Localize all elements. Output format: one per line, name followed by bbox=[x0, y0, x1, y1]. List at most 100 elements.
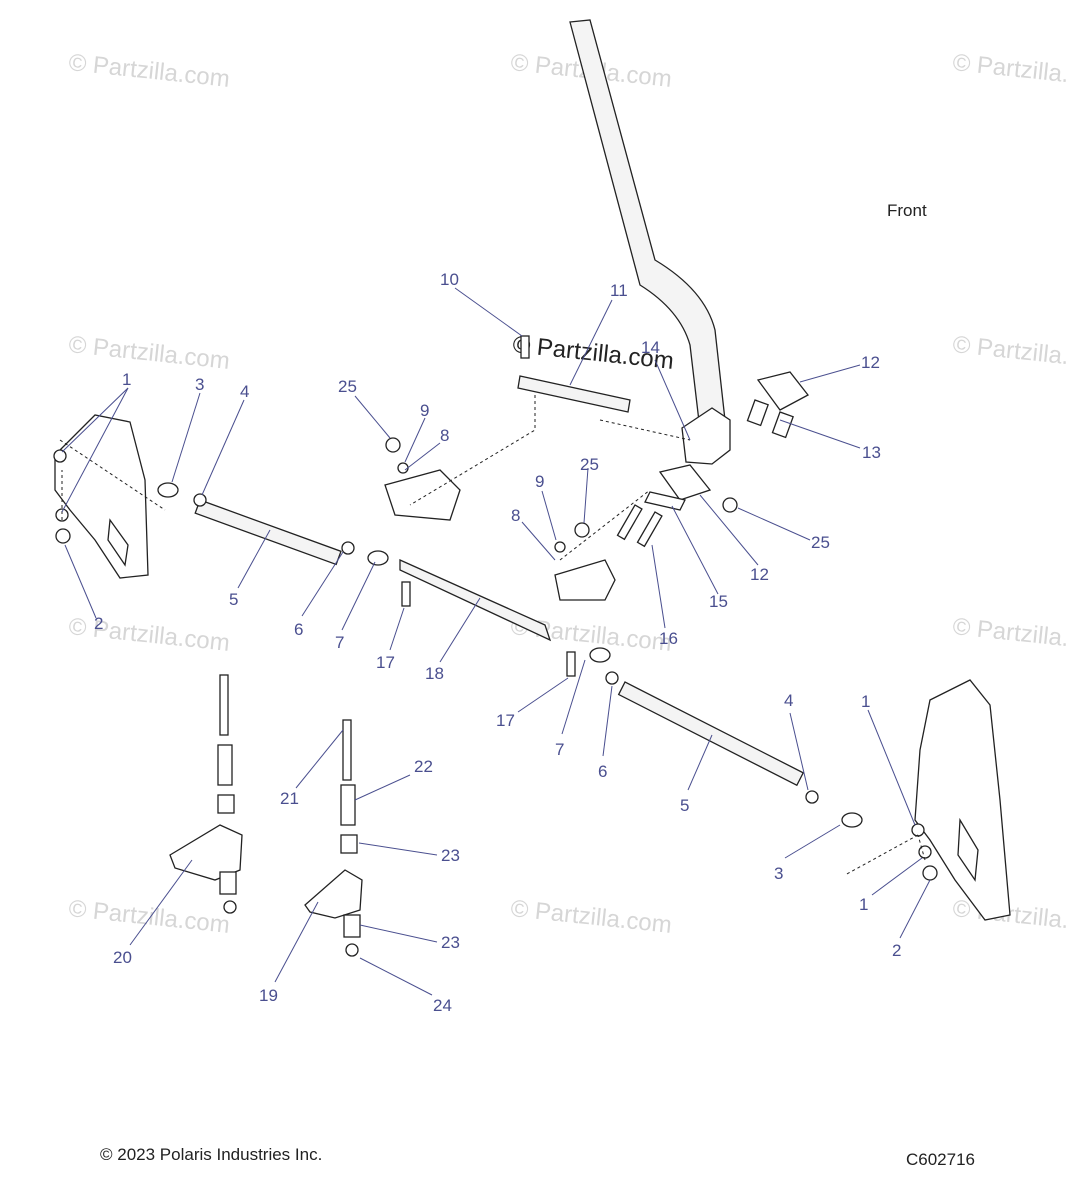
left-inner-tie-rod-end bbox=[367, 550, 389, 566]
bolt-16-a bbox=[616, 504, 643, 541]
nut-2-left bbox=[55, 528, 71, 544]
watermark: © Partzilla.com bbox=[67, 613, 231, 657]
callout-label: 23 bbox=[441, 933, 460, 952]
assembly-line bbox=[409, 395, 536, 506]
callout-label: 20 bbox=[113, 948, 132, 967]
bolt-upper-left-stack bbox=[219, 674, 229, 736]
watermark: © Partzilla.com bbox=[951, 613, 1066, 657]
assembly-line bbox=[844, 834, 919, 876]
callout-label: 19 bbox=[259, 986, 278, 1005]
nut-9-left bbox=[397, 462, 409, 474]
callout-label: 4 bbox=[240, 382, 249, 401]
callout-label: 5 bbox=[680, 796, 689, 815]
right-jam-nut-outer bbox=[805, 790, 819, 804]
callout-label: 8 bbox=[511, 506, 520, 525]
callout-label: 22 bbox=[414, 757, 433, 776]
callout-label: 1 bbox=[861, 692, 870, 711]
bushing-13-b bbox=[771, 411, 794, 439]
bushing-23-lower bbox=[343, 914, 361, 938]
callout-label: 25 bbox=[338, 377, 357, 396]
right-jam-nut-inner bbox=[605, 671, 619, 685]
callout-label: 1 bbox=[122, 370, 131, 389]
figure-id: C602716 bbox=[906, 1150, 976, 1169]
watermark: © Partzilla.com bbox=[67, 331, 231, 375]
clamp-12-upper bbox=[756, 371, 809, 411]
steering-column-base bbox=[681, 407, 731, 465]
assembly-line bbox=[917, 834, 926, 861]
callout-label: 7 bbox=[335, 633, 344, 652]
nut-25-right bbox=[574, 522, 590, 538]
callout-label: 11 bbox=[610, 281, 628, 300]
callout-label: 17 bbox=[376, 653, 395, 672]
watermark: © Partzilla.com bbox=[67, 49, 231, 93]
nut-9-right bbox=[554, 541, 566, 553]
left-outer-tie-rod-end bbox=[157, 482, 179, 498]
bolt-16-b bbox=[636, 511, 663, 548]
watermark: © Partzilla.com bbox=[509, 895, 673, 939]
callout-label: 25 bbox=[811, 533, 830, 552]
nut-24 bbox=[345, 943, 359, 957]
bushing-left-lower bbox=[219, 871, 237, 895]
nut-25-column bbox=[722, 497, 738, 513]
callout-label: 16 bbox=[659, 629, 678, 648]
right-outer-tie-rod-end bbox=[841, 812, 863, 828]
bolt-21 bbox=[342, 719, 352, 781]
spacer-22 bbox=[340, 784, 356, 826]
callout-label: 5 bbox=[229, 590, 238, 609]
callout-label: 3 bbox=[195, 375, 204, 394]
callout-label: 24 bbox=[433, 996, 452, 1015]
callout-label: 2 bbox=[892, 941, 901, 960]
front-direction-label: Front bbox=[887, 201, 927, 220]
callout-label: 4 bbox=[784, 691, 793, 710]
left-tie-rod bbox=[194, 499, 342, 566]
right-tie-rod bbox=[617, 681, 805, 787]
callout-label: 15 bbox=[709, 592, 728, 611]
assembly-line bbox=[599, 419, 691, 441]
watermark: © Partzilla.com bbox=[951, 331, 1066, 375]
bushing-left-stack bbox=[217, 794, 235, 814]
callout-label: 10 bbox=[440, 270, 459, 289]
watermark: © Partzilla.com bbox=[67, 895, 231, 939]
center-drag-link bbox=[399, 558, 552, 642]
callout-label: 25 bbox=[580, 455, 599, 474]
plate-15 bbox=[644, 491, 686, 511]
callout-label: 13 bbox=[862, 443, 881, 462]
left-jam-nut-inner bbox=[341, 541, 355, 555]
callout-label: 9 bbox=[535, 472, 544, 491]
callout-label: 12 bbox=[750, 565, 769, 584]
watermark: © Partzilla.com bbox=[951, 49, 1066, 93]
callout-label: 3 bbox=[774, 864, 783, 883]
bolt-17-left bbox=[401, 581, 411, 607]
washer-1-left-bottom bbox=[55, 508, 69, 522]
clamp-12-lower bbox=[658, 464, 712, 501]
right-steering-knuckle bbox=[914, 679, 1011, 921]
callout-label: 1 bbox=[859, 895, 868, 914]
bushing-23-upper bbox=[340, 834, 358, 854]
nut-25-left bbox=[385, 437, 401, 453]
callouts: 1 2 3 4 5 6 7 8 9 25 10 11 14 12 13 25 1… bbox=[94, 270, 901, 1015]
callout-label: 14 bbox=[641, 338, 660, 357]
nut-2-right bbox=[922, 865, 938, 881]
callout-label: 12 bbox=[861, 353, 880, 372]
callout-label: 2 bbox=[94, 614, 103, 633]
left-pivot-bracket bbox=[384, 469, 461, 521]
washer-1-left-top bbox=[53, 449, 67, 463]
bolt-10 bbox=[520, 335, 530, 359]
mount-bracket-19 bbox=[304, 869, 363, 919]
callout-label: 21 bbox=[280, 789, 299, 808]
left-knuckle-cutout bbox=[107, 518, 129, 567]
right-inner-tie-rod-end bbox=[589, 647, 611, 663]
right-knuckle-cutout bbox=[957, 817, 979, 882]
spacer-left-stack bbox=[217, 744, 233, 786]
washer-1-right-bottom bbox=[918, 845, 932, 859]
copyright-notice: © 2023 Polaris Industries Inc. bbox=[100, 1145, 323, 1164]
callout-label: 18 bbox=[425, 664, 444, 683]
callout-label: 8 bbox=[440, 426, 449, 445]
assembly-line bbox=[559, 489, 651, 561]
bolt-17-right bbox=[566, 651, 576, 677]
right-pivot-bracket bbox=[554, 559, 616, 601]
pitman-arm bbox=[517, 375, 631, 413]
callout-label: 17 bbox=[496, 711, 515, 730]
